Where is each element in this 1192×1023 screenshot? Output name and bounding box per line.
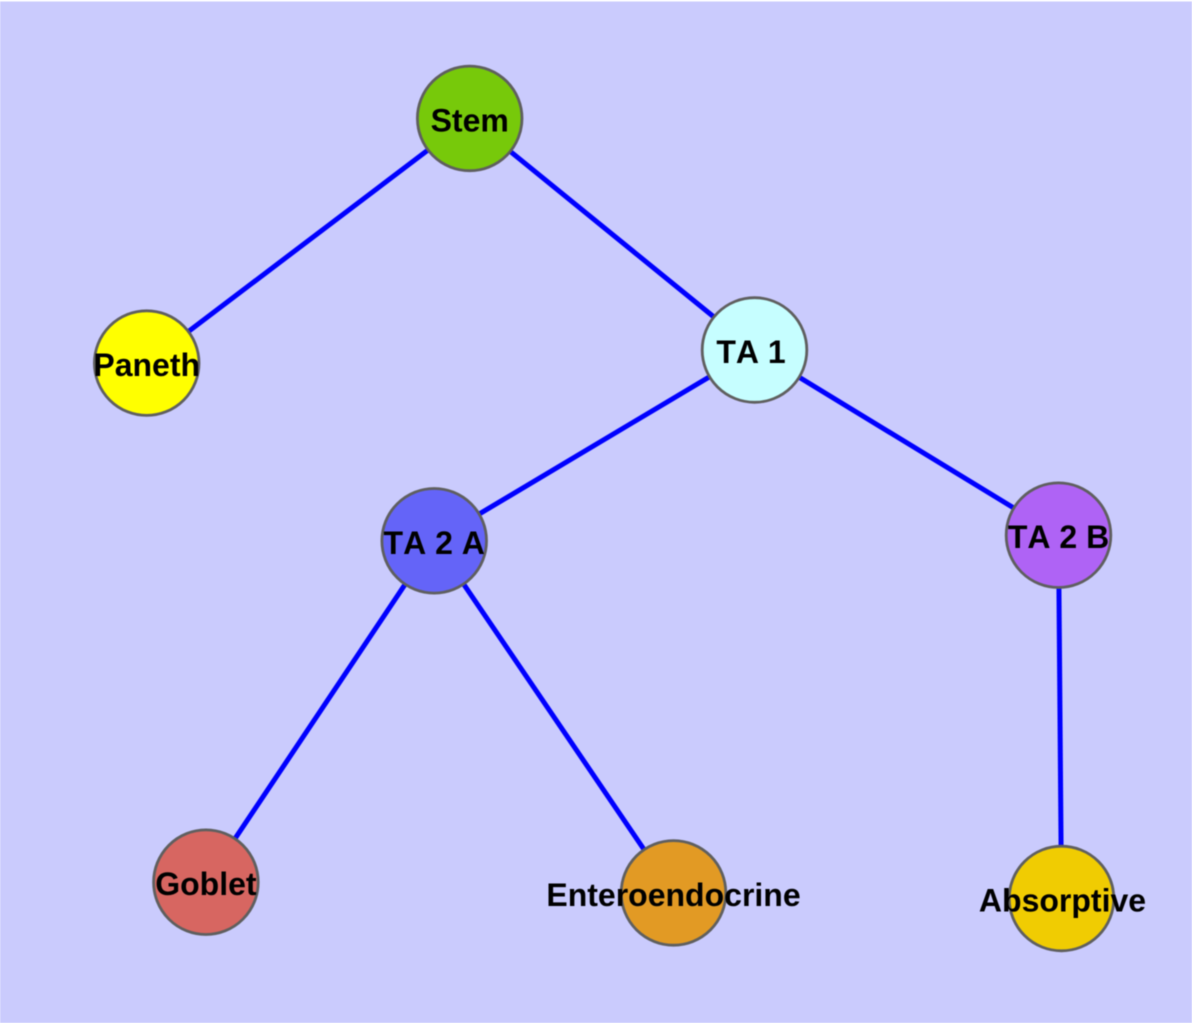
svg-text:Enteroendocrine: Enteroendocrine — [546, 877, 800, 913]
svg-text:Absorptive: Absorptive — [979, 883, 1146, 919]
svg-text:TA 2 B: TA 2 B — [1008, 519, 1109, 555]
svg-text:Stem: Stem — [431, 102, 509, 138]
svg-text:TA 2 A: TA 2 A — [384, 525, 485, 561]
svg-text:TA 1: TA 1 — [716, 334, 785, 370]
svg-text:Paneth: Paneth — [93, 347, 200, 383]
svg-text:Goblet: Goblet — [155, 866, 257, 902]
